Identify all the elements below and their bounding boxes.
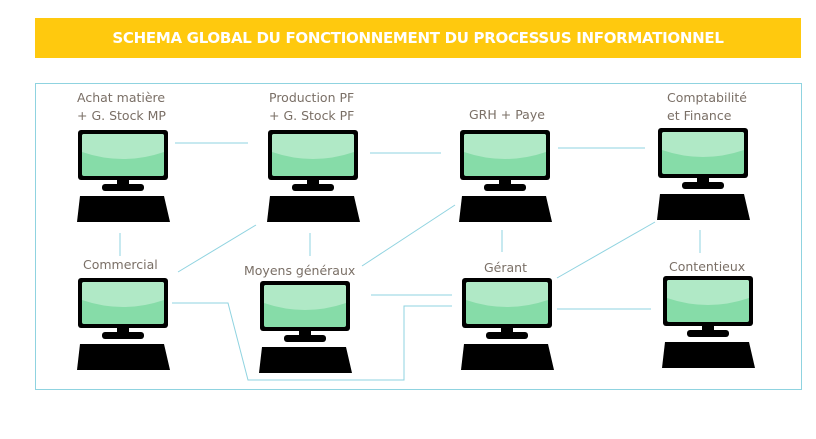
label-line1: Comptabilité <box>667 90 747 105</box>
link-grh-moyens <box>361 204 456 267</box>
node-label-gerant: Gérant <box>484 259 527 277</box>
link-commercial-gerant <box>172 302 452 381</box>
diagram-frame <box>35 83 802 390</box>
label-line1: Gérant <box>484 260 527 275</box>
node-label-grh: GRH + Paye <box>469 106 545 124</box>
label-line1: Commercial <box>83 257 158 272</box>
computer-icon <box>657 128 751 222</box>
computer-icon <box>77 130 171 224</box>
link-production-commercial <box>177 224 257 273</box>
link-compta-gerant <box>556 221 656 279</box>
node-label-production: Production PF + G. Stock PF <box>269 89 354 125</box>
computer-icon <box>77 278 171 372</box>
label-line2: + G. Stock MP <box>77 108 166 123</box>
computer-icon <box>461 278 555 372</box>
label-line1: Contentieux <box>669 259 746 274</box>
computer-icon <box>459 130 553 224</box>
node-label-achat: Achat matière + G. Stock MP <box>77 89 166 125</box>
label-line2: et Finance <box>667 108 732 123</box>
label-line2: + G. Stock PF <box>269 108 354 123</box>
label-line1: GRH + Paye <box>469 107 545 122</box>
title-banner: SCHEMA GLOBAL DU FONCTIONNEMENT DU PROCE… <box>35 18 801 58</box>
node-label-commercial: Commercial <box>83 256 158 274</box>
node-label-moyens: Moyens généraux <box>244 262 355 280</box>
label-line1: Moyens généraux <box>244 263 356 278</box>
diagram-title: SCHEMA GLOBAL DU FONCTIONNEMENT DU PROCE… <box>112 29 724 47</box>
node-label-comptabilite: Comptabilité et Finance <box>667 89 747 125</box>
computer-icon <box>259 281 353 375</box>
computer-icon <box>267 130 361 224</box>
computer-icon <box>662 276 756 370</box>
node-label-contentieux: Contentieux <box>669 258 745 276</box>
label-line1: Achat matière <box>77 90 166 105</box>
label-line1: Production PF <box>269 90 354 105</box>
